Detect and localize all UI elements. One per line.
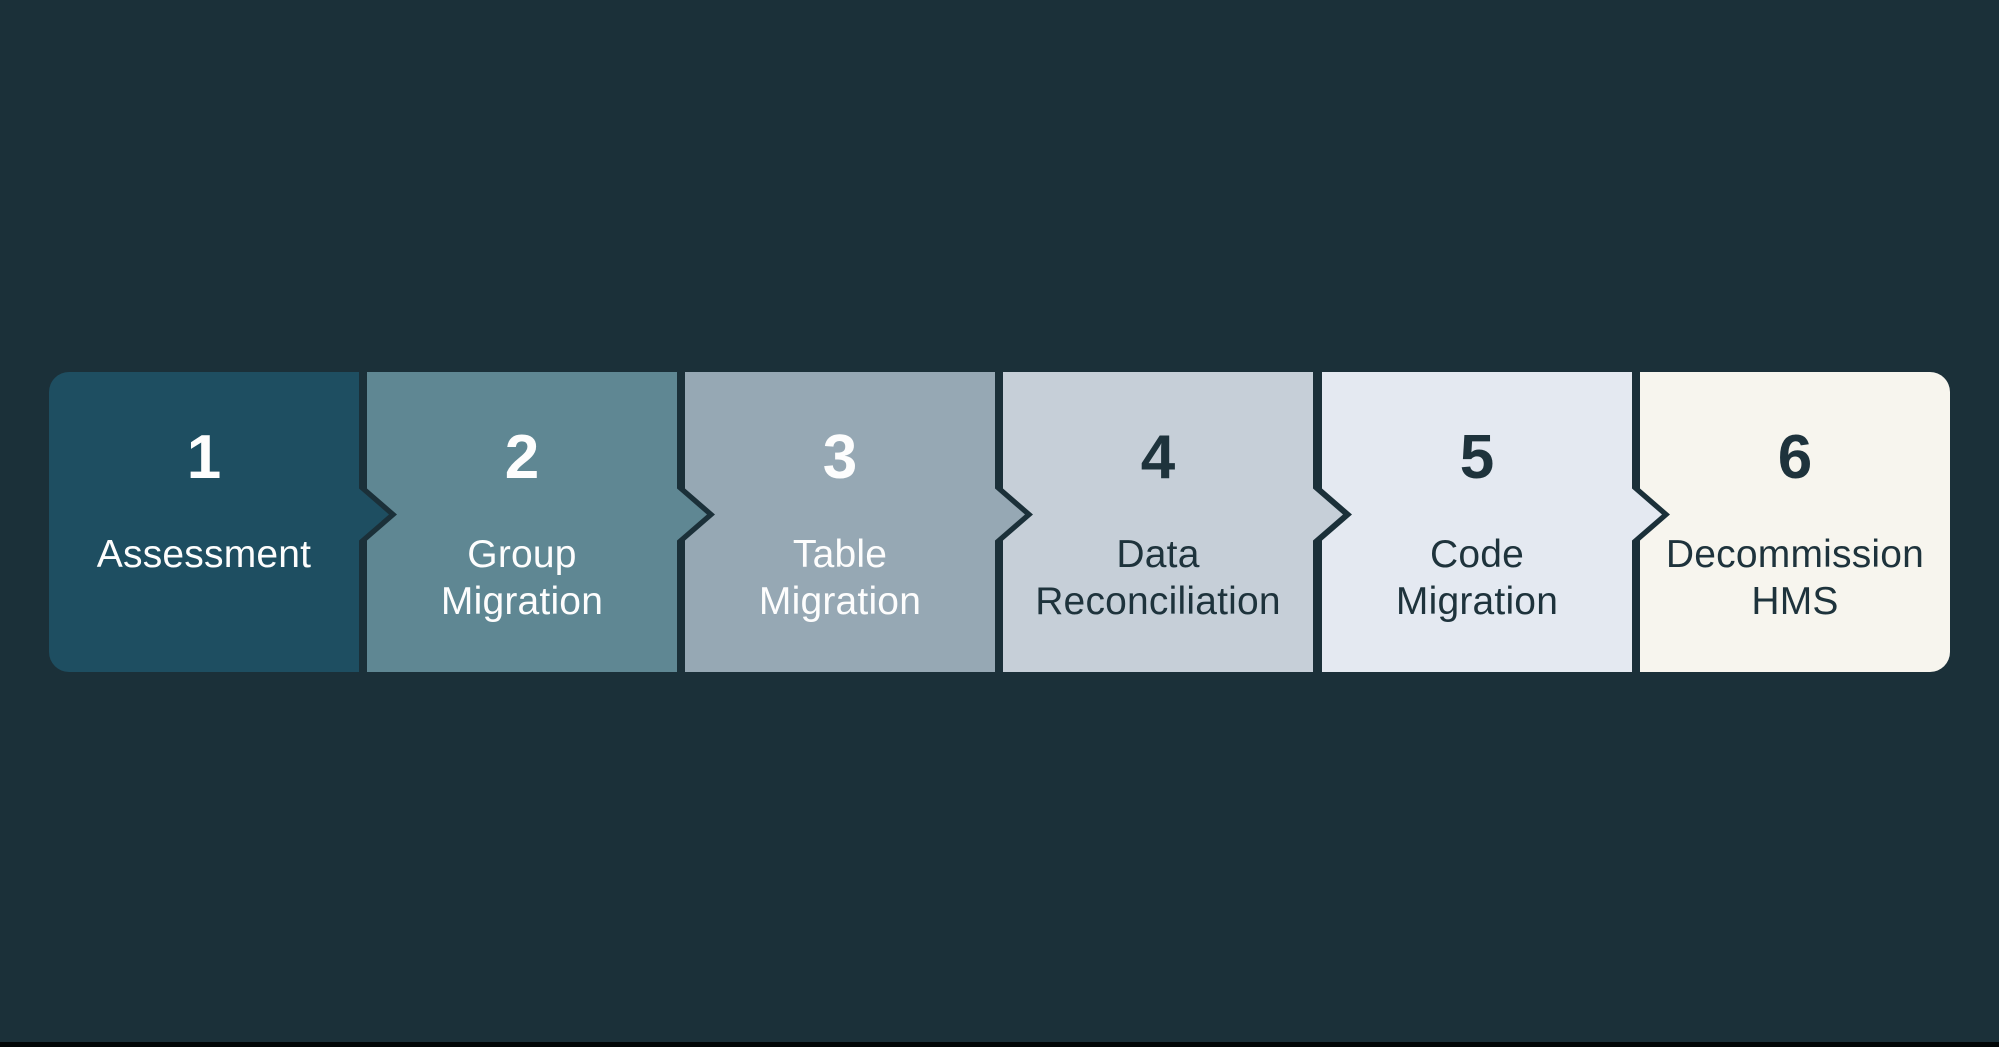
step-label: Decommission HMS — [1665, 533, 1925, 623]
step-6-decommission-hms: 6 Decommission HMS — [1640, 372, 1950, 672]
step-number: 6 — [1777, 423, 1813, 492]
step-number: 1 — [186, 423, 222, 492]
step-label: Code Migration — [1395, 533, 1559, 623]
step-number: 3 — [822, 423, 858, 492]
step-5-code-migration: 5 Code Migration — [1322, 372, 1662, 672]
step-1-assessment: 1 Assessment — [49, 372, 389, 672]
step-label: Group Migration — [440, 533, 604, 623]
process-flow-band: 1 Assessment 2 Group Migration 3 Table M… — [49, 372, 1950, 672]
step-number: 2 — [504, 423, 540, 492]
step-label: Table Migration — [758, 533, 922, 623]
step-label: Assessment — [96, 533, 312, 576]
step-3-table-migration: 3 Table Migration — [685, 372, 1025, 672]
step-number: 4 — [1140, 423, 1176, 492]
step-label: Data Reconciliation — [1035, 533, 1281, 623]
step-number: 5 — [1459, 423, 1495, 492]
screen-bottom-edge — [0, 1042, 1999, 1047]
step-4-data-reconciliation: 4 Data Reconciliation — [1003, 372, 1343, 672]
step-2-group-migration: 2 Group Migration — [367, 372, 707, 672]
